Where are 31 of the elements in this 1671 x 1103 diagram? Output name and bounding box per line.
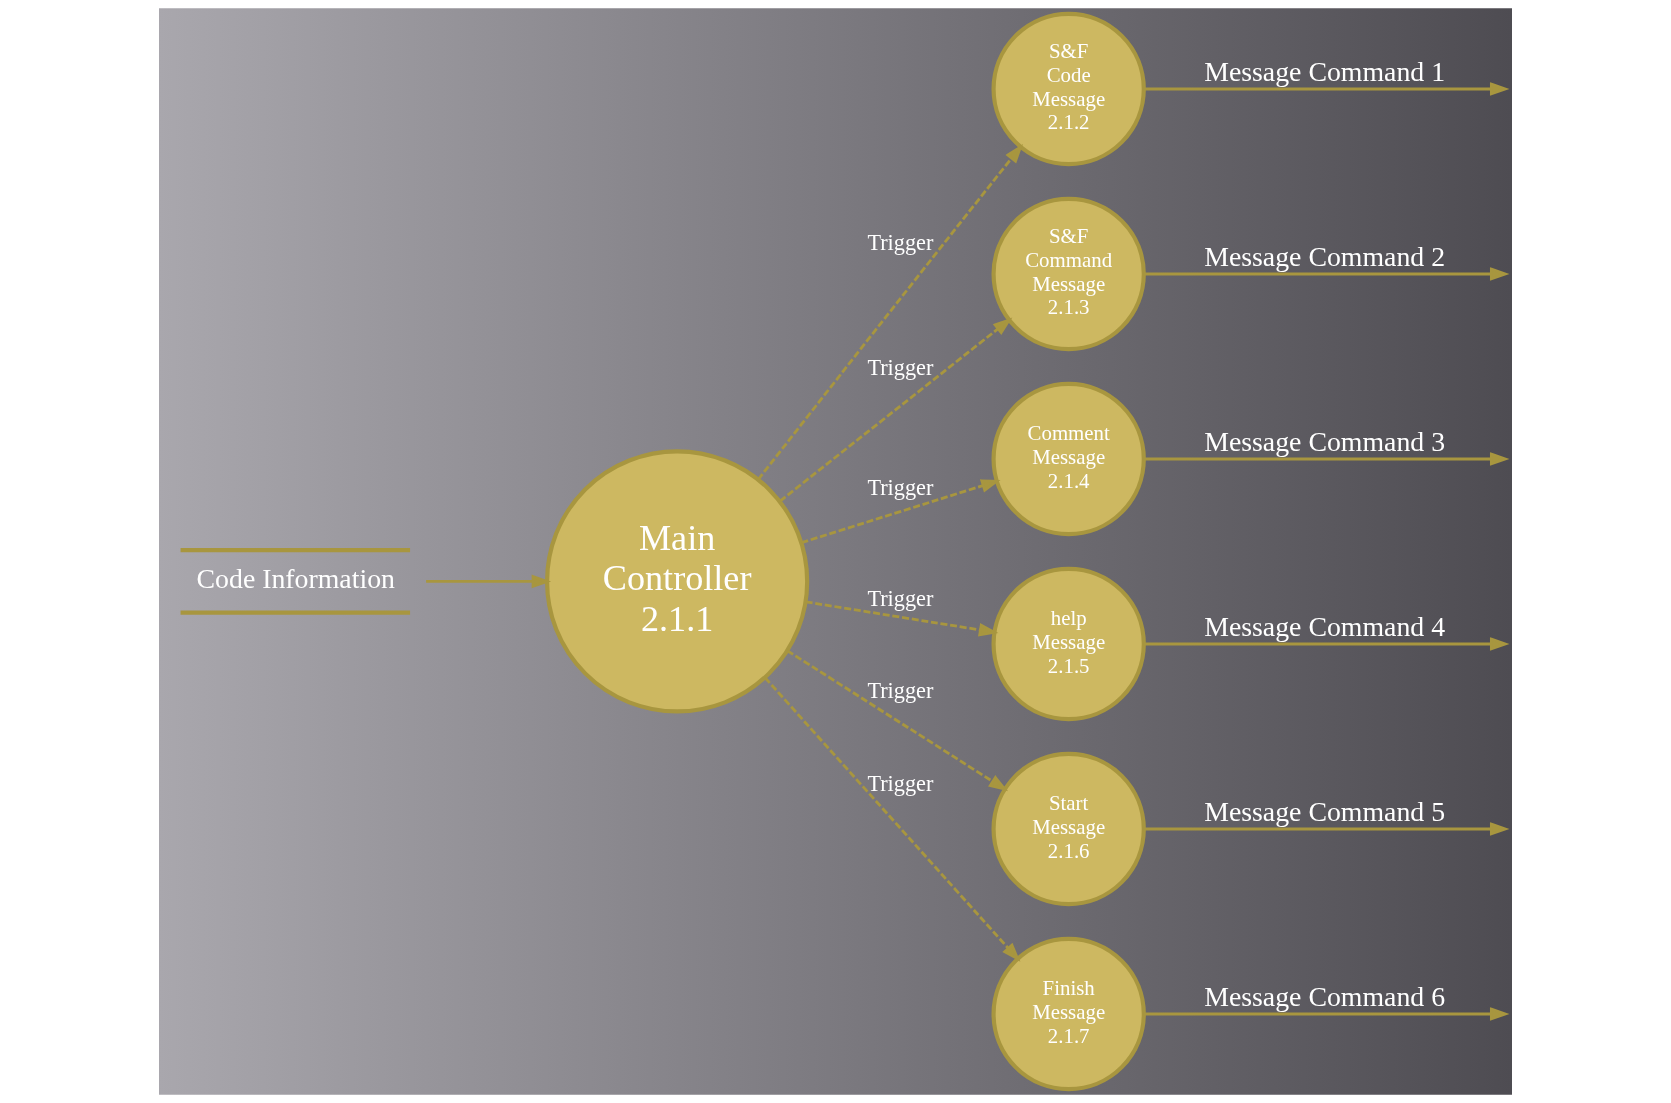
edge-label: Message Command 6 xyxy=(1204,980,1446,1012)
arrow xyxy=(426,574,552,589)
edge-label: Message Command 3 xyxy=(1204,425,1446,457)
arrow xyxy=(786,649,1009,792)
arrow xyxy=(1143,452,1510,466)
arrow xyxy=(757,143,1024,481)
edge-label: Trigger xyxy=(867,677,934,703)
node-circle: Start Message 2.1.6 xyxy=(991,751,1146,907)
arrow xyxy=(1143,82,1510,96)
arrow xyxy=(1143,1007,1510,1021)
edge-label: Trigger xyxy=(867,355,934,381)
node-circle: Comment Message 2.1.4 xyxy=(991,381,1146,537)
arrow xyxy=(1143,822,1510,836)
node-circle: Main Controller 2.1.1 xyxy=(545,449,810,714)
edge-label: Message Command 1 xyxy=(1204,55,1446,87)
node-text: Code Information xyxy=(196,563,395,595)
edge-label: Trigger xyxy=(867,474,934,500)
edge-label: Trigger xyxy=(867,771,934,797)
edge-label: Message Command 5 xyxy=(1204,795,1446,827)
arrow xyxy=(801,479,1001,544)
edge-label: Message Command 2 xyxy=(1204,240,1446,272)
node-circle: Finish Message 2.1.7 xyxy=(991,936,1146,1092)
arrow xyxy=(779,317,1013,503)
arrow xyxy=(764,677,1021,962)
edge-label: Trigger xyxy=(867,586,934,612)
arrow xyxy=(805,600,999,637)
arrow xyxy=(1143,267,1510,281)
node-circle: help Message 2.1.5 xyxy=(991,566,1146,722)
arrow xyxy=(1143,637,1510,651)
edge-label: Message Command 4 xyxy=(1204,610,1446,642)
edge-label: Trigger xyxy=(867,230,934,256)
